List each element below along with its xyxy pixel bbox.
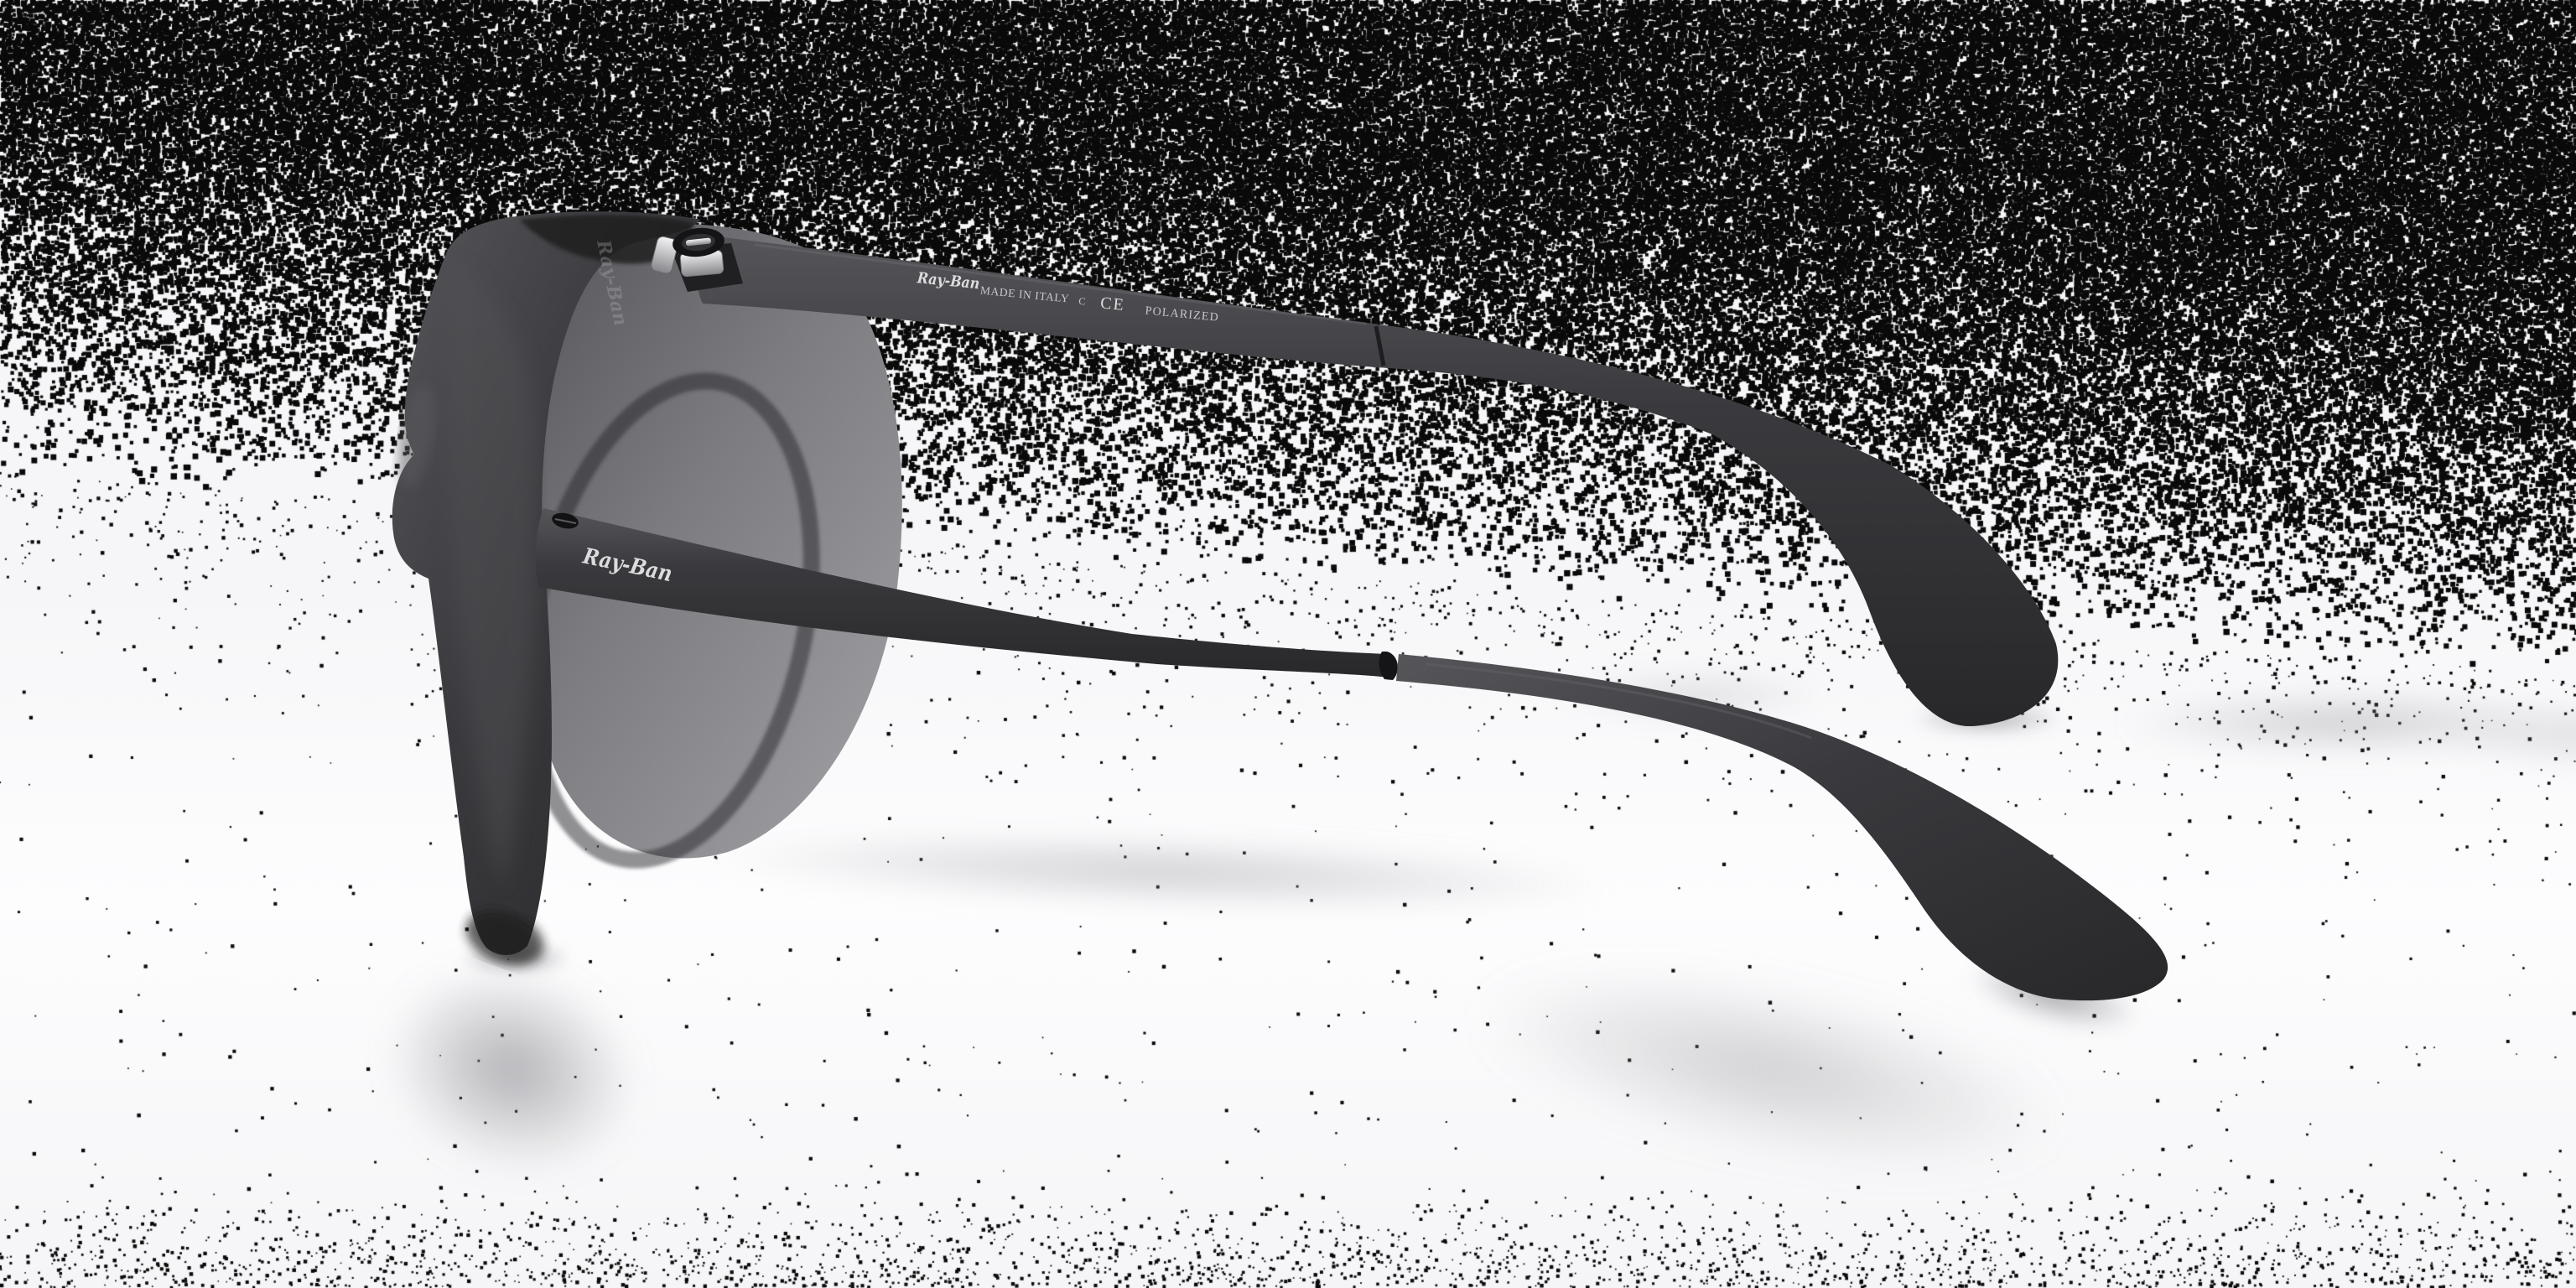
- temple-inner-ce-mark: CE: [1099, 293, 1126, 314]
- lower-temple-tip: [1396, 654, 2168, 1000]
- temple-inner-size-text: C: [1078, 295, 1086, 308]
